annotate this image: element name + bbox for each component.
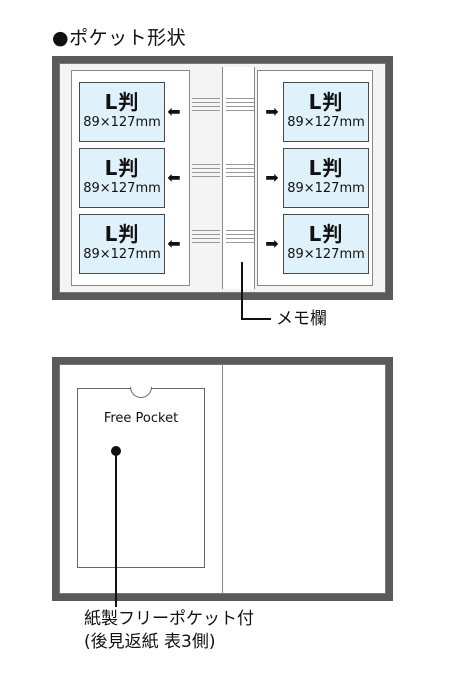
arrow-left-icon: ⬅	[167, 168, 181, 187]
pocket-size: 89×127mm	[287, 181, 365, 196]
arrow-left-icon: ⬅	[167, 102, 181, 121]
memo-lines	[226, 230, 254, 244]
memo-callout-line	[241, 262, 243, 320]
photo-pocket-left-2: L判 89×127mm	[79, 148, 165, 208]
memo-lines	[192, 164, 220, 178]
album-fold-line	[222, 364, 223, 594]
pocket-title: L判	[104, 156, 140, 180]
memo-lines	[226, 164, 254, 178]
pocket-size: 89×127mm	[287, 115, 365, 130]
pocket-title: L判	[308, 90, 344, 114]
photo-pocket-right-1: L判 89×127mm	[283, 82, 369, 142]
pocket-title: L判	[104, 90, 140, 114]
pocket-size: 89×127mm	[83, 247, 161, 262]
photo-pocket-left-3: L判 89×127mm	[79, 214, 165, 274]
pocket-title: L判	[308, 156, 344, 180]
pocket-size: 89×127mm	[83, 115, 161, 130]
arrow-right-icon: ➡	[265, 102, 279, 121]
pocket-title: L判	[308, 222, 344, 246]
arrow-right-icon: ➡	[265, 168, 279, 187]
arrow-right-icon: ➡	[265, 234, 279, 253]
memo-label: メモ欄	[276, 309, 327, 329]
memo-lines	[192, 98, 220, 112]
free-pocket	[77, 388, 205, 568]
pocket-size: 89×127mm	[287, 247, 365, 262]
memo-lines	[192, 230, 220, 244]
free-pocket-label: Free Pocket	[103, 411, 179, 426]
caption-line-1: 紙製フリーポケット付	[84, 609, 254, 629]
pocket-callout-line	[115, 451, 117, 607]
section-heading: ●ポケット形状	[52, 27, 187, 49]
memo-callout-line	[241, 318, 271, 320]
pocket-title: L判	[104, 222, 140, 246]
photo-pocket-right-3: L判 89×127mm	[283, 214, 369, 274]
arrow-left-icon: ⬅	[167, 234, 181, 253]
caption-line-2: (後見返紙 表3側)	[84, 632, 216, 652]
photo-pocket-right-2: L判 89×127mm	[283, 148, 369, 208]
pocket-size: 89×127mm	[83, 181, 161, 196]
photo-pocket-left-1: L判 89×127mm	[79, 82, 165, 142]
memo-lines	[226, 98, 254, 112]
